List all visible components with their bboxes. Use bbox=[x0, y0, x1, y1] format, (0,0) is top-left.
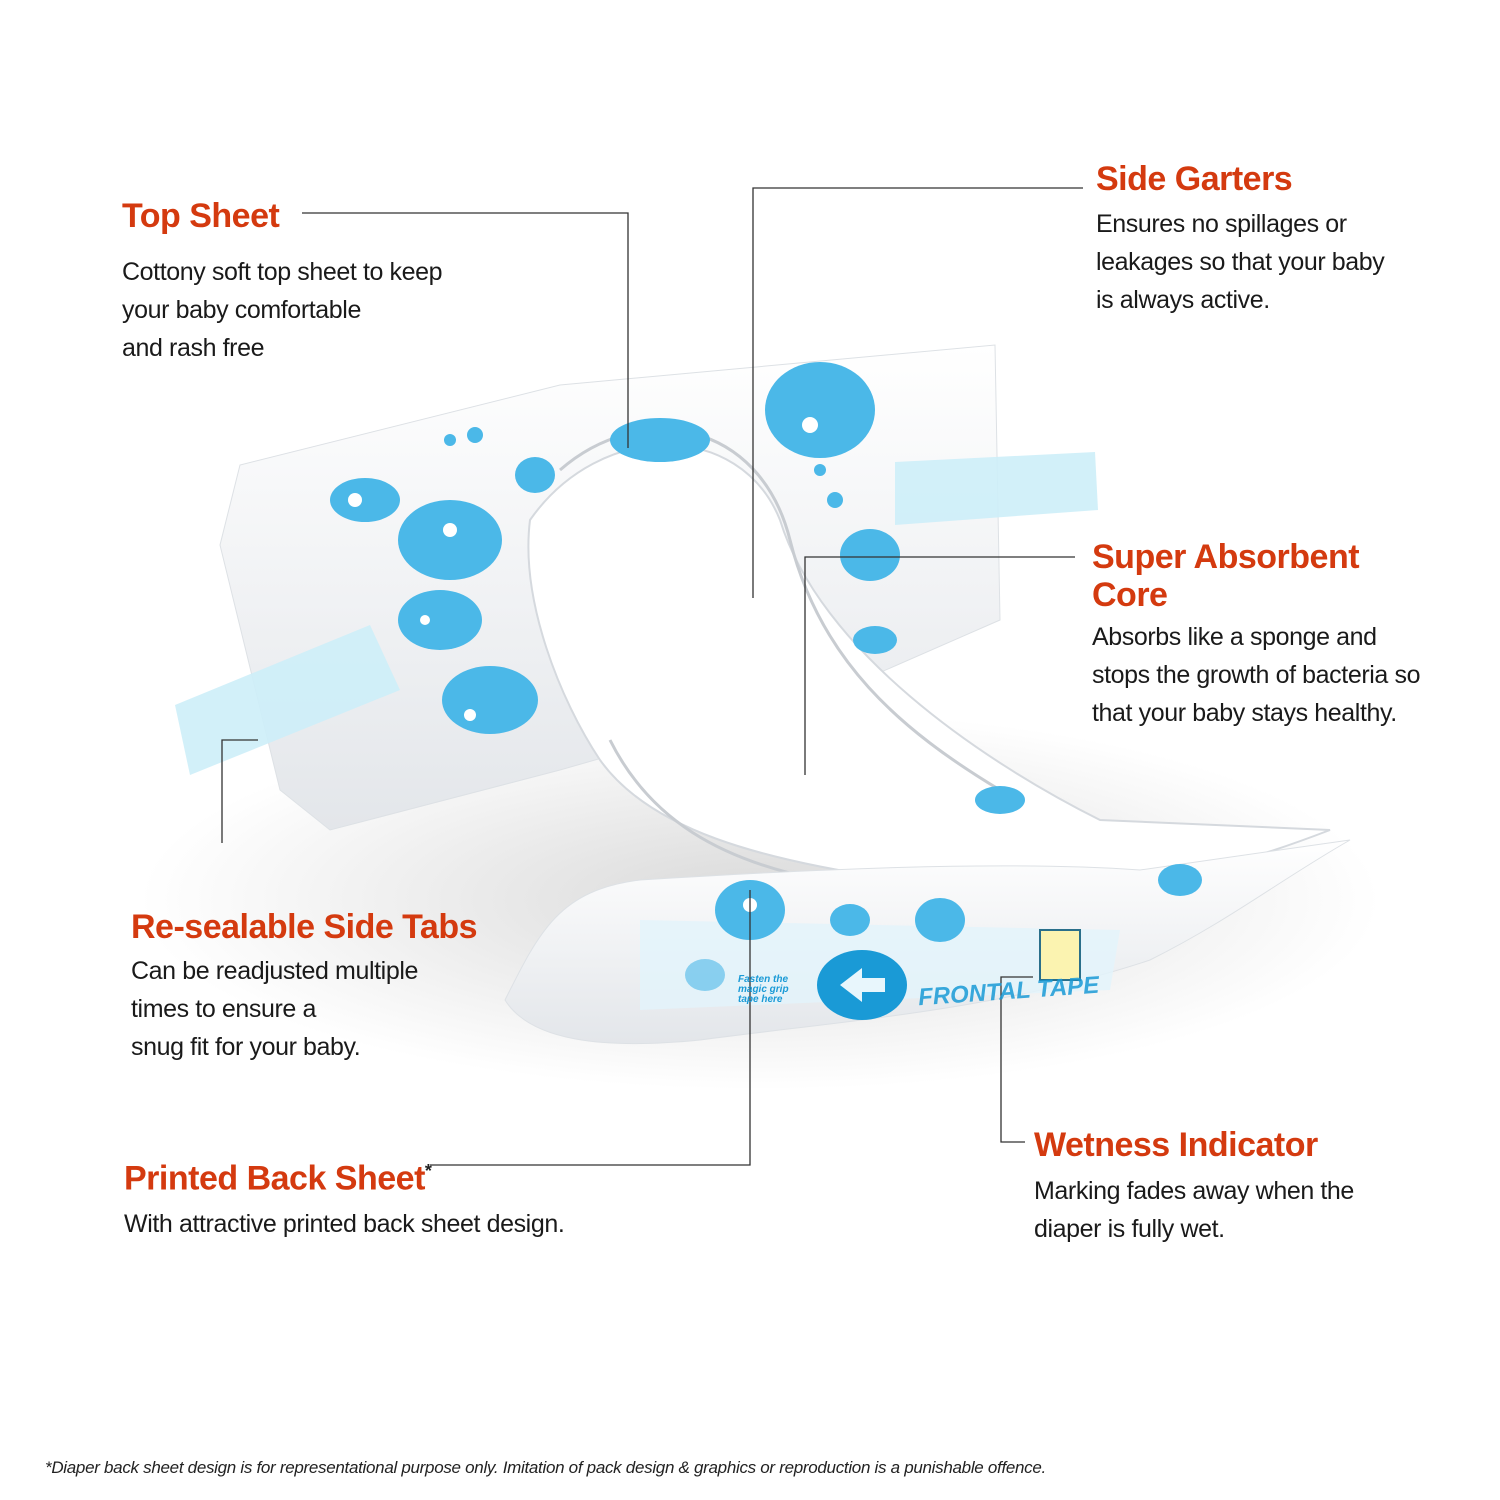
callout-title: Printed Back Sheet* bbox=[124, 1152, 564, 1197]
callout-title: Side Garters bbox=[1096, 160, 1293, 198]
wetness-indicator-stripe bbox=[1039, 929, 1081, 981]
callout-wetness-indicator: Wetness Indicator Marking fades away whe… bbox=[1034, 1126, 1354, 1248]
footnote: *Diaper back sheet design is for represe… bbox=[45, 1458, 1046, 1477]
description-line: stops the growth of bacteria so bbox=[1092, 661, 1421, 689]
description-line: that your baby stays healthy. bbox=[1092, 699, 1397, 727]
sea-creature-print bbox=[330, 362, 1202, 991]
tape-hint-line: magic grip bbox=[738, 984, 789, 995]
callout-description: Marking fades away when the diaper is fu… bbox=[1034, 1172, 1354, 1248]
title-text: Printed Back Sheet bbox=[124, 1159, 425, 1198]
callout-description: Can be readjusted multiple times to ensu… bbox=[131, 952, 477, 1066]
description-line: Can be readjusted multiple bbox=[131, 957, 419, 985]
callout-description: With attractive printed back sheet desig… bbox=[124, 1205, 565, 1243]
callout-title: Wetness Indicator bbox=[1034, 1126, 1318, 1164]
callout-description: Ensures no spillages or leakages so that… bbox=[1096, 205, 1385, 319]
description-line: leakages so that your baby bbox=[1096, 248, 1385, 276]
callout-title: Core bbox=[1092, 576, 1168, 614]
callout-side-garters: Side Garters Ensures no spillages or lea… bbox=[1096, 160, 1385, 319]
callout-absorbent-core: Super Absorbent Core Absorbs like a spon… bbox=[1092, 538, 1420, 732]
description-line: your baby comfortable bbox=[122, 296, 361, 324]
description-line: times to ensure a bbox=[131, 995, 316, 1023]
description-line: snug fit for your baby. bbox=[131, 1033, 361, 1061]
description-line: Marking fades away when the bbox=[1034, 1177, 1354, 1205]
description-line: With attractive printed back sheet desig… bbox=[124, 1210, 565, 1239]
arrow-icon bbox=[840, 968, 885, 1002]
tape-hint-line: tape here bbox=[738, 994, 783, 1005]
description-line: is always active. bbox=[1096, 286, 1270, 314]
description-line: Ensures no spillages or bbox=[1096, 210, 1347, 238]
description-line: Cottony soft top sheet to keep bbox=[122, 258, 443, 286]
leader-lines bbox=[221, 187, 1083, 1166]
callout-title: Super Absorbent bbox=[1092, 538, 1360, 576]
callout-side-tabs: Re-sealable Side Tabs Can be readjusted … bbox=[131, 908, 478, 1066]
description-line: diaper is fully wet. bbox=[1034, 1215, 1225, 1243]
asterisk: * bbox=[424, 1161, 432, 1181]
callout-description: Cottony soft top sheet to keep your baby… bbox=[122, 253, 443, 367]
tape-hint-line: Fasten the bbox=[738, 974, 789, 985]
callout-title: Re-sealable Side Tabs bbox=[131, 908, 478, 946]
description-line: Absorbs like a sponge and bbox=[1092, 623, 1377, 651]
description-line: and rash free bbox=[122, 334, 265, 362]
right-side-tab bbox=[895, 452, 1098, 525]
callout-top-sheet: Top Sheet Cottony soft top sheet to keep… bbox=[122, 197, 443, 367]
left-side-tab bbox=[175, 625, 400, 775]
tape-hint-text: Fasten the magic grip tape here bbox=[738, 975, 789, 1005]
callout-title: Top Sheet bbox=[122, 197, 280, 235]
callout-description: Absorbs like a sponge and stops the grow… bbox=[1092, 618, 1420, 732]
callout-back-sheet: Printed Back Sheet* With attractive prin… bbox=[124, 1152, 565, 1243]
